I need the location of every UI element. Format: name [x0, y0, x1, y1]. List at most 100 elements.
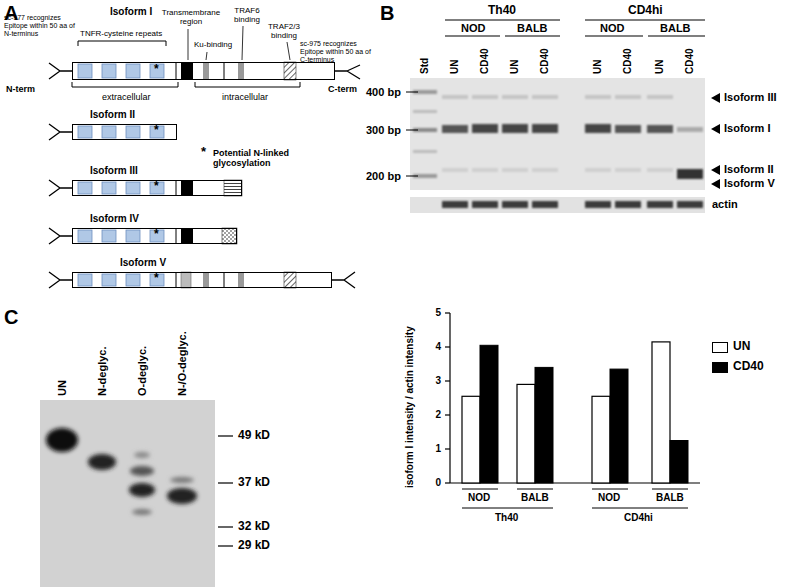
- figure-label: 32 kD: [238, 520, 270, 534]
- leader-line: [206, 52, 207, 60]
- figure-label: actin: [712, 198, 738, 211]
- figure-label: NOD: [600, 22, 624, 35]
- antibody-symbol: [49, 180, 72, 196]
- gel-brackets: [648, 35, 705, 36]
- figure-label: NOD: [461, 22, 485, 35]
- figure-label: 3: [428, 375, 441, 387]
- isoform-ii-v-bands: [472, 168, 498, 172]
- figure-label: *: [154, 180, 159, 194]
- ladder-tick: [406, 176, 418, 177]
- cysteine-repeat: [78, 126, 92, 138]
- legend-swatch: [712, 362, 728, 373]
- bar-un: [592, 396, 610, 483]
- group-bracket: [592, 489, 628, 490]
- protein-bands: [129, 483, 155, 497]
- cysteine-repeat: [78, 64, 164, 286]
- isoform-ii-v-bands: [532, 168, 558, 172]
- group-bracket: [652, 489, 688, 490]
- actin-gel: [410, 197, 705, 213]
- figure-label: TRAF2/3 binding: [260, 22, 308, 40]
- figure-label: 37 kD: [238, 476, 270, 490]
- cysteine-repeat: [126, 64, 140, 78]
- binding-site: [238, 272, 244, 288]
- isoform-i-bands: [502, 124, 528, 133]
- antibody-symbol: [49, 228, 72, 244]
- traf23-site: [224, 180, 242, 196]
- protein-bands: [46, 428, 78, 452]
- antibody-symbol: [49, 63, 360, 288]
- figure-label: CD4hi: [624, 512, 653, 524]
- actin-bands: [677, 201, 703, 208]
- figure-label: Std: [419, 58, 431, 74]
- figure-label: C: [4, 306, 18, 329]
- protein-bands: [130, 466, 154, 476]
- leader-line: [188, 26, 290, 60]
- western-blot: [40, 400, 215, 587]
- cysteine-repeat: [150, 64, 164, 78]
- figure-label: BALB: [660, 22, 691, 35]
- transmembrane-region: [181, 228, 193, 244]
- marker-tick: [218, 435, 233, 436]
- isoform-iii-bands: [472, 95, 498, 99]
- domain-divider: [224, 62, 225, 80]
- bracket: [72, 41, 300, 87]
- group-bracket: [462, 489, 688, 508]
- figure-label: UN: [509, 60, 521, 74]
- gel-brackets: [445, 19, 560, 20]
- figure-label: CD40: [684, 48, 696, 74]
- figure-label: 300 bp: [366, 124, 401, 137]
- protein-bands: [170, 477, 194, 483]
- protein-bands: [88, 454, 116, 470]
- figure-label: *: [154, 63, 159, 77]
- group-bracket: [517, 489, 553, 490]
- isoform-iii-bands: [647, 95, 673, 99]
- figure-label: Ku-binding: [194, 40, 232, 49]
- cysteine-repeat: [126, 230, 140, 242]
- figure-label: N-/O-deglyc.: [176, 331, 189, 396]
- cysteine-repeat: [102, 182, 116, 194]
- isoform-iii-bands: [502, 95, 528, 99]
- cysteine-repeat: [102, 126, 116, 138]
- figure-label: 0: [428, 477, 441, 489]
- ladder-bands: [413, 150, 437, 153]
- isoform-heading: Isoform II: [90, 109, 135, 121]
- gel-brackets: [445, 35, 500, 36]
- chart-axis: [449, 313, 450, 483]
- antibody-symbol: [49, 272, 72, 288]
- isoform-iii-bands: [442, 95, 468, 99]
- cysteine-repeat: [126, 126, 140, 138]
- gel-brackets: [585, 19, 705, 20]
- binding-site: [238, 62, 244, 80]
- isoform-heading: Isoform IV: [90, 213, 139, 225]
- figure-label: CD40: [479, 48, 491, 74]
- bar-un: [652, 342, 670, 483]
- figure-label: isoform I intensity / actin intensity: [404, 326, 416, 488]
- figure-label: *: [154, 228, 159, 242]
- actin-bands: [615, 201, 641, 208]
- chart-axis: [445, 312, 450, 313]
- protein-bands: [46, 428, 197, 515]
- domain-divider: [176, 62, 224, 288]
- figure-label: extracellular: [102, 92, 151, 102]
- bar-cd40: [480, 345, 688, 483]
- protein-bands: [167, 488, 197, 504]
- domain-divider: [176, 180, 177, 196]
- band-arrowhead: [711, 124, 720, 134]
- cysteine-repeat: [102, 274, 116, 286]
- figure-label: BALB: [521, 492, 549, 504]
- cysteine-repeat: [78, 182, 92, 194]
- antibody-symbol: [49, 63, 72, 79]
- figure-label: A: [4, 2, 18, 25]
- bracket: [72, 82, 178, 87]
- ladder-tick: [406, 92, 418, 93]
- figure-label: 29 kD: [238, 539, 270, 553]
- figure-label: BALB: [517, 22, 548, 35]
- protein-bands: [132, 509, 152, 515]
- chart-axis: [445, 448, 450, 449]
- bar-cd40: [480, 345, 498, 483]
- chart-axis: [445, 313, 700, 483]
- figure-label: 400 bp: [366, 86, 401, 99]
- isoform-ii-v-bands: [647, 168, 673, 172]
- figure-label: sc-975 recognizes Epitope within 50 aa o…: [300, 40, 378, 64]
- isoform-i-bands: [472, 124, 498, 133]
